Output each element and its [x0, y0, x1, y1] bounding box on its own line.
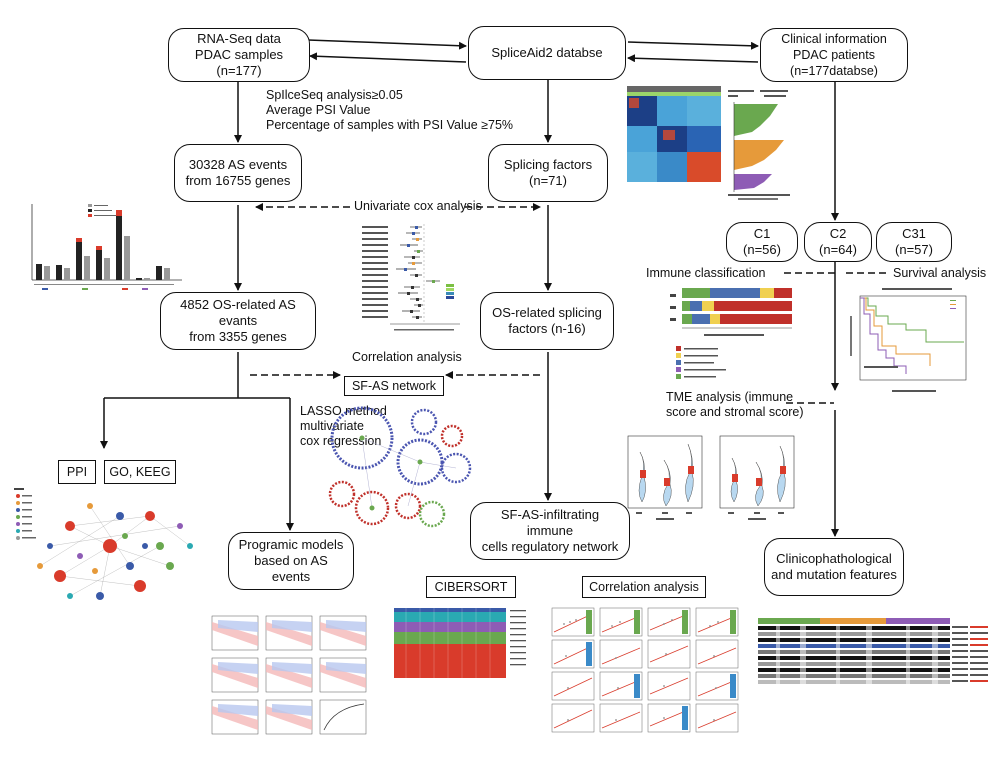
os-sf-line1: OS-related splicing	[492, 305, 602, 320]
lasso-line2: multivariate	[300, 419, 364, 433]
clinico-line2: and mutation features	[771, 567, 897, 582]
as-events-line1: 30328 AS events	[188, 157, 288, 172]
survival-analysis-label: Survival analysis	[893, 266, 987, 280]
immune-stacked-bar-thumbnail	[670, 288, 792, 379]
sf-as-network-graph-thumbnail	[328, 406, 472, 528]
rnaseq-line1: RNA-Seq data	[197, 31, 281, 46]
rnaseq-node: RNA-Seq data PDAC samples (n=177)	[168, 28, 310, 82]
clinico-node: Clinicophathological and mutation featur…	[764, 538, 904, 596]
clinical-line2: PDAC patients (n=177databse)	[790, 48, 878, 78]
c3-label: C31 (n=57)	[895, 226, 933, 257]
spliceseq-line3: Percentage of samples with PSI Value ≥75…	[266, 118, 514, 132]
programic-line1: Programic models	[238, 537, 344, 552]
as-events-line2: from 16755 genes	[185, 173, 291, 188]
cluster-c2-node: C2 (n=64)	[804, 222, 872, 262]
cluster-c1-node: C1 (n=56)	[726, 222, 798, 262]
splicing-factors-node: Splicing factors (n=71)	[488, 144, 608, 202]
cibersort-bars-thumbnail	[394, 608, 526, 678]
km-grid-thumbnail	[211, 615, 367, 735]
tme-label: TME analysis (immune score and stromal s…	[666, 390, 804, 420]
cibersort-box: CIBERSORT	[426, 576, 516, 598]
go-keeg-box: GO, KEEG	[104, 460, 176, 484]
univariate-label: Univariate cox analysis	[354, 199, 482, 213]
os-sf-node: OS-related splicing factors (n-16)	[480, 292, 614, 350]
cluster-c3-node: C31 (n=57)	[876, 222, 952, 262]
clinical-node: Clinical information PDAC patients (n=17…	[760, 28, 908, 82]
regulatory-network-line2: cells regulatory network	[481, 539, 619, 554]
os-as-line1: 4852 OS-related AS evants	[180, 297, 296, 328]
ppi-network-graph-thumbnail	[14, 488, 193, 600]
spliceseq-line1: SpIlceSeq analysis≥0.05	[266, 88, 403, 102]
bar-chart-thumbnail	[31, 204, 182, 290]
oncoprint-thumbnail	[758, 618, 988, 684]
regulatory-network-node: SF-AS-infiltrating immune cells regulato…	[470, 502, 630, 560]
regulatory-network-line1: SF-AS-infiltrating immune	[500, 507, 600, 538]
clinico-line1: Clinicophathological	[776, 551, 892, 566]
correlation-grid-thumbnail	[551, 607, 739, 733]
spliceaid-node: SpliceAid2 databse	[468, 26, 626, 80]
spliceseq-criteria: SpIlceSeq analysis≥0.05 Average PSI Valu…	[266, 88, 513, 133]
os-as-line2: from 3355 genes	[189, 329, 287, 344]
lasso-label: LASSO method multivariate cox regression	[300, 404, 387, 449]
violin-plots-thumbnail	[627, 435, 795, 520]
splicing-factors-line2: (n=71)	[529, 173, 567, 188]
rnaseq-line2: PDAC samples (n=177)	[194, 47, 284, 78]
correlation-analysis-box: Correlation analysis	[582, 576, 706, 598]
immune-classification-label: Immune classification	[646, 266, 766, 280]
os-as-node: 4852 OS-related AS evants from 3355 gene…	[160, 292, 316, 350]
tme-line1: TME analysis (immune	[666, 390, 794, 404]
survival-curve-thumbnail	[850, 288, 967, 392]
forest-plot-thumbnail	[362, 224, 460, 331]
consensus-heatmap-thumbnail	[627, 86, 721, 182]
tme-line2: score and stromal score)	[666, 405, 804, 419]
ppi-box: PPI	[58, 460, 96, 484]
clinical-line1: Clinical information	[781, 32, 887, 46]
splicing-factors-line1: Splicing factors	[503, 157, 593, 172]
spliceaid-line1: SpliceAid2 databse	[491, 45, 603, 60]
sf-as-network-box: SF-AS network	[344, 376, 444, 396]
programic-node: Programic models based on AS events	[228, 532, 354, 590]
correlation-analysis-label: Correlation analysis	[352, 350, 462, 364]
programic-line2: based on AS events	[254, 553, 328, 584]
os-sf-line2: factors (n-16)	[508, 321, 586, 336]
spliceseq-line2: Average PSI Value	[266, 103, 371, 117]
c1-label: C1 (n=56)	[743, 226, 781, 257]
c2-label: C2 (n=64)	[819, 226, 857, 257]
silhouette-plot-thumbnail	[728, 90, 790, 200]
as-events-node: 30328 AS events from 16755 genes	[174, 144, 302, 202]
